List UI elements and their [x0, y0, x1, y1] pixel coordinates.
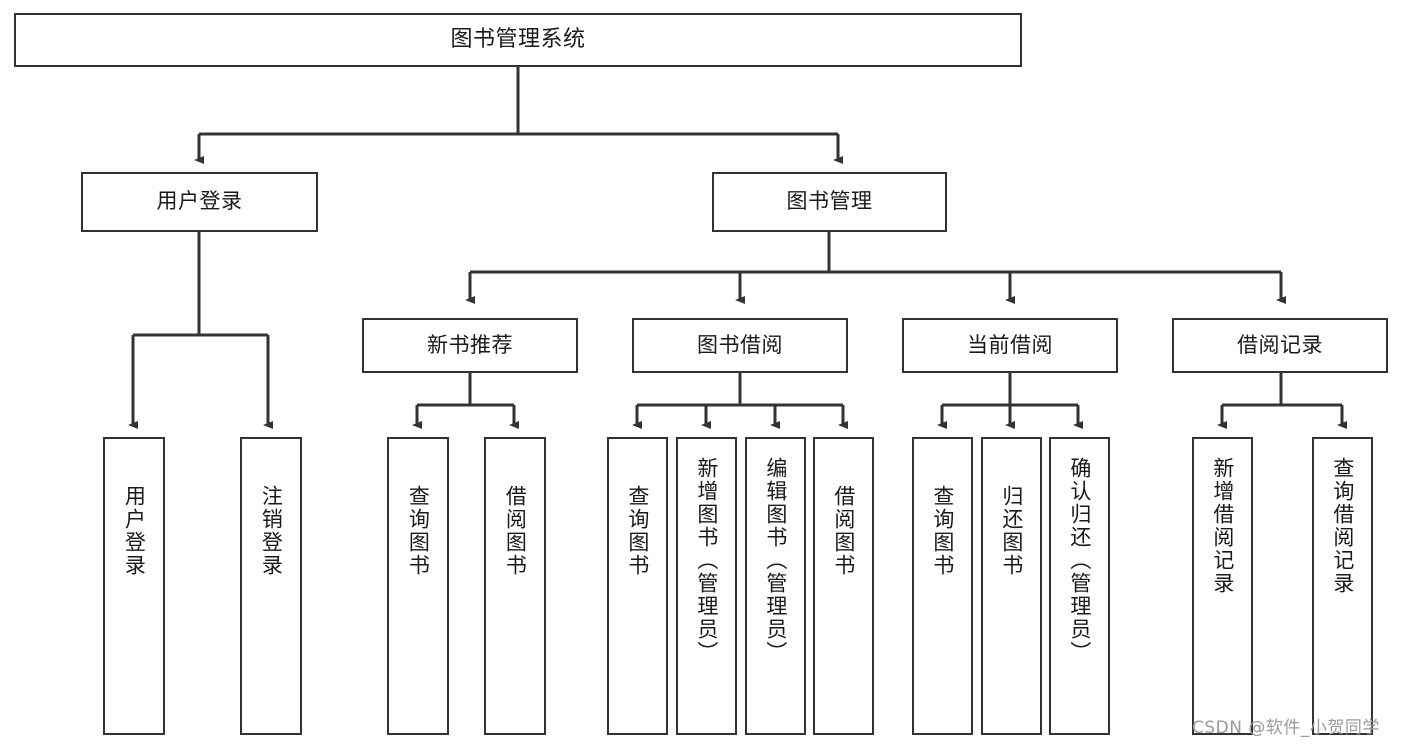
node-book-management[interactable]: 图书管理: [712, 172, 947, 232]
node-label: 图书管理: [786, 189, 873, 214]
leaf-borrow-borrow-book[interactable]: 借阅图书: [813, 437, 874, 735]
leaf-recommend-borrow-book[interactable]: 借阅图书: [484, 437, 546, 735]
leaf-record-add-record[interactable]: 新增借阅记录: [1192, 437, 1253, 735]
node-borrow-record[interactable]: 借阅记录: [1172, 318, 1388, 373]
node-label: 新增借阅记录: [1210, 457, 1235, 595]
csdn-watermark: CSDN @软件_小贺同学: [1192, 718, 1380, 738]
leaf-borrow-edit-book-admin[interactable]: 编辑图书（管理员）: [745, 437, 806, 735]
node-root-system[interactable]: 图书管理系统: [14, 13, 1022, 67]
node-label: 注销登录: [259, 485, 284, 577]
node-label: 借阅图书: [831, 485, 856, 577]
node-book-borrow[interactable]: 图书借阅: [632, 318, 848, 373]
node-new-book-recommend[interactable]: 新书推荐: [362, 318, 578, 373]
node-user-login[interactable]: 用户登录: [81, 172, 318, 232]
leaf-record-query-record[interactable]: 查询借阅记录: [1312, 437, 1373, 735]
node-label: 新增图书（管理员）: [694, 457, 719, 664]
node-label: 查询图书: [406, 485, 431, 577]
leaf-borrow-query-book[interactable]: 查询图书: [607, 437, 668, 735]
leaf-current-query-book[interactable]: 查询图书: [912, 437, 973, 735]
node-label: 确认归还（管理员）: [1067, 457, 1092, 664]
leaf-current-return-book[interactable]: 归还图书: [981, 437, 1042, 735]
node-label: 查询借阅记录: [1330, 457, 1355, 595]
node-label: 新书推荐: [427, 332, 513, 357]
leaf-user-login-signout[interactable]: 注销登录: [240, 437, 302, 735]
node-label: 借阅记录: [1237, 332, 1323, 357]
node-label: 查询图书: [930, 485, 955, 577]
node-label: 用户登录: [156, 189, 243, 214]
node-label: 归还图书: [999, 485, 1024, 577]
node-label: 图书借阅: [697, 332, 783, 357]
node-label: 查询图书: [625, 485, 650, 577]
leaf-user-login-signin[interactable]: 用户登录: [103, 437, 165, 735]
leaf-borrow-add-book-admin[interactable]: 新增图书（管理员）: [676, 437, 737, 735]
node-label: 图书管理系统: [450, 26, 586, 52]
node-current-borrow[interactable]: 当前借阅: [902, 318, 1118, 373]
leaf-current-confirm-return-admin[interactable]: 确认归还（管理员）: [1049, 437, 1110, 735]
leaf-recommend-query-book[interactable]: 查询图书: [387, 437, 449, 735]
node-label: 借阅图书: [503, 485, 528, 577]
node-label: 用户登录: [122, 485, 147, 577]
node-label: 编辑图书（管理员）: [763, 457, 788, 664]
node-label: 当前借阅: [967, 332, 1053, 357]
